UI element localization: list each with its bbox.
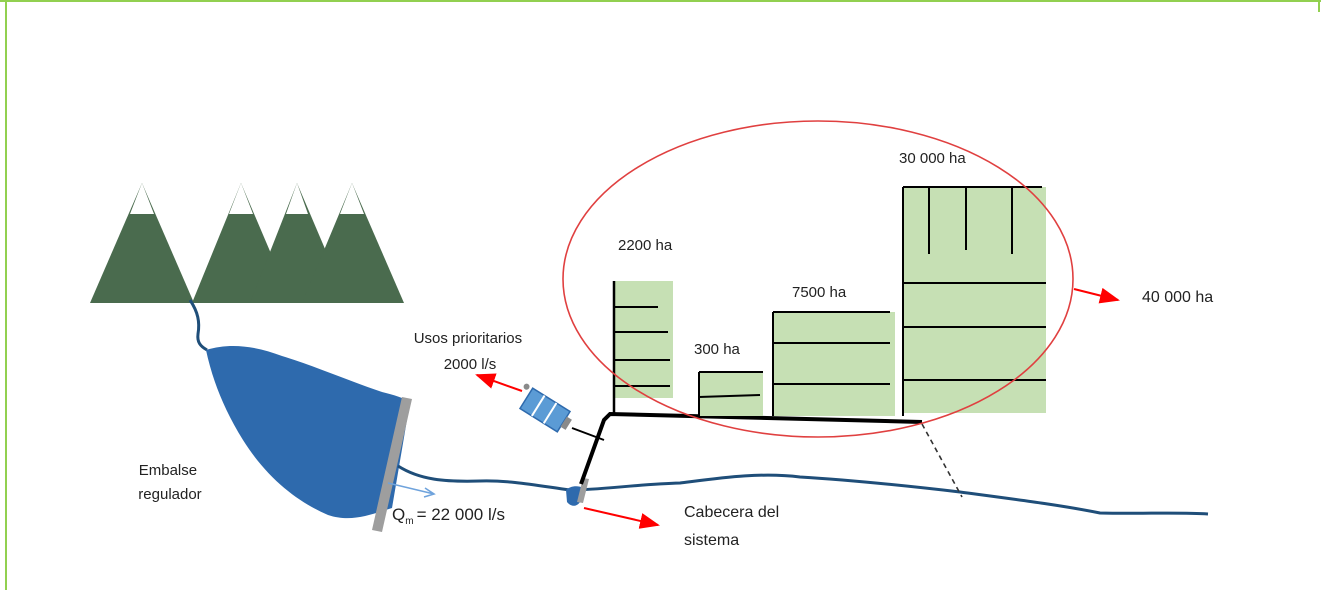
label-flow-subscript: m bbox=[405, 516, 413, 527]
label-headworks-line1: Cabecera del bbox=[684, 504, 779, 521]
label-flow: Qm = 22 000 l/s bbox=[392, 505, 505, 527]
label-area-300: 300 ha bbox=[694, 341, 741, 358]
priority-uses-arrow bbox=[475, 373, 523, 392]
mountain-stream bbox=[188, 299, 208, 352]
label-reservoir-line1: Embalse bbox=[139, 462, 197, 479]
reservoir-water bbox=[206, 345, 410, 519]
dam-wall bbox=[372, 397, 412, 532]
label-area-30000: 30 000 ha bbox=[899, 150, 966, 167]
total-area-arrow bbox=[1073, 287, 1120, 304]
field-2200 bbox=[612, 281, 673, 416]
headworks-intake bbox=[566, 478, 589, 506]
main-canal bbox=[579, 411, 923, 485]
label-area-7500: 7500 ha bbox=[792, 284, 847, 301]
headworks-arrow bbox=[583, 507, 660, 529]
irrigation-zone-ellipse bbox=[562, 120, 1074, 438]
mountain-4 bbox=[302, 183, 404, 303]
field-30000 bbox=[902, 186, 1046, 416]
flow-arrow-icon bbox=[387, 482, 436, 498]
label-priority-uses: Usos prioritarios 2000 l/s bbox=[414, 330, 527, 373]
label-priority-uses-line2: 2000 l/s bbox=[444, 356, 497, 373]
canal-return-link bbox=[921, 423, 963, 498]
label-flow-symbol: Q bbox=[392, 505, 405, 524]
priority-branch-pipe bbox=[571, 427, 605, 441]
label-priority-uses-line1: Usos prioritarios bbox=[414, 330, 522, 347]
field-7500 bbox=[772, 311, 895, 416]
label-reservoir: Embalse regulador bbox=[138, 462, 201, 503]
pump-icon bbox=[518, 383, 572, 433]
label-headworks: Cabecera del sistema bbox=[684, 504, 784, 549]
label-reservoir-line2: regulador bbox=[138, 486, 201, 503]
label-headworks-line2: sistema bbox=[684, 532, 739, 549]
field-300 bbox=[698, 371, 763, 416]
mountain-1 bbox=[90, 183, 194, 303]
river bbox=[397, 464, 1209, 516]
label-area-2200: 2200 ha bbox=[618, 237, 673, 254]
mountains bbox=[90, 183, 404, 303]
label-total-area: 40 000 ha bbox=[1142, 289, 1213, 306]
label-flow-value: = 22 000 l/s bbox=[417, 505, 505, 524]
